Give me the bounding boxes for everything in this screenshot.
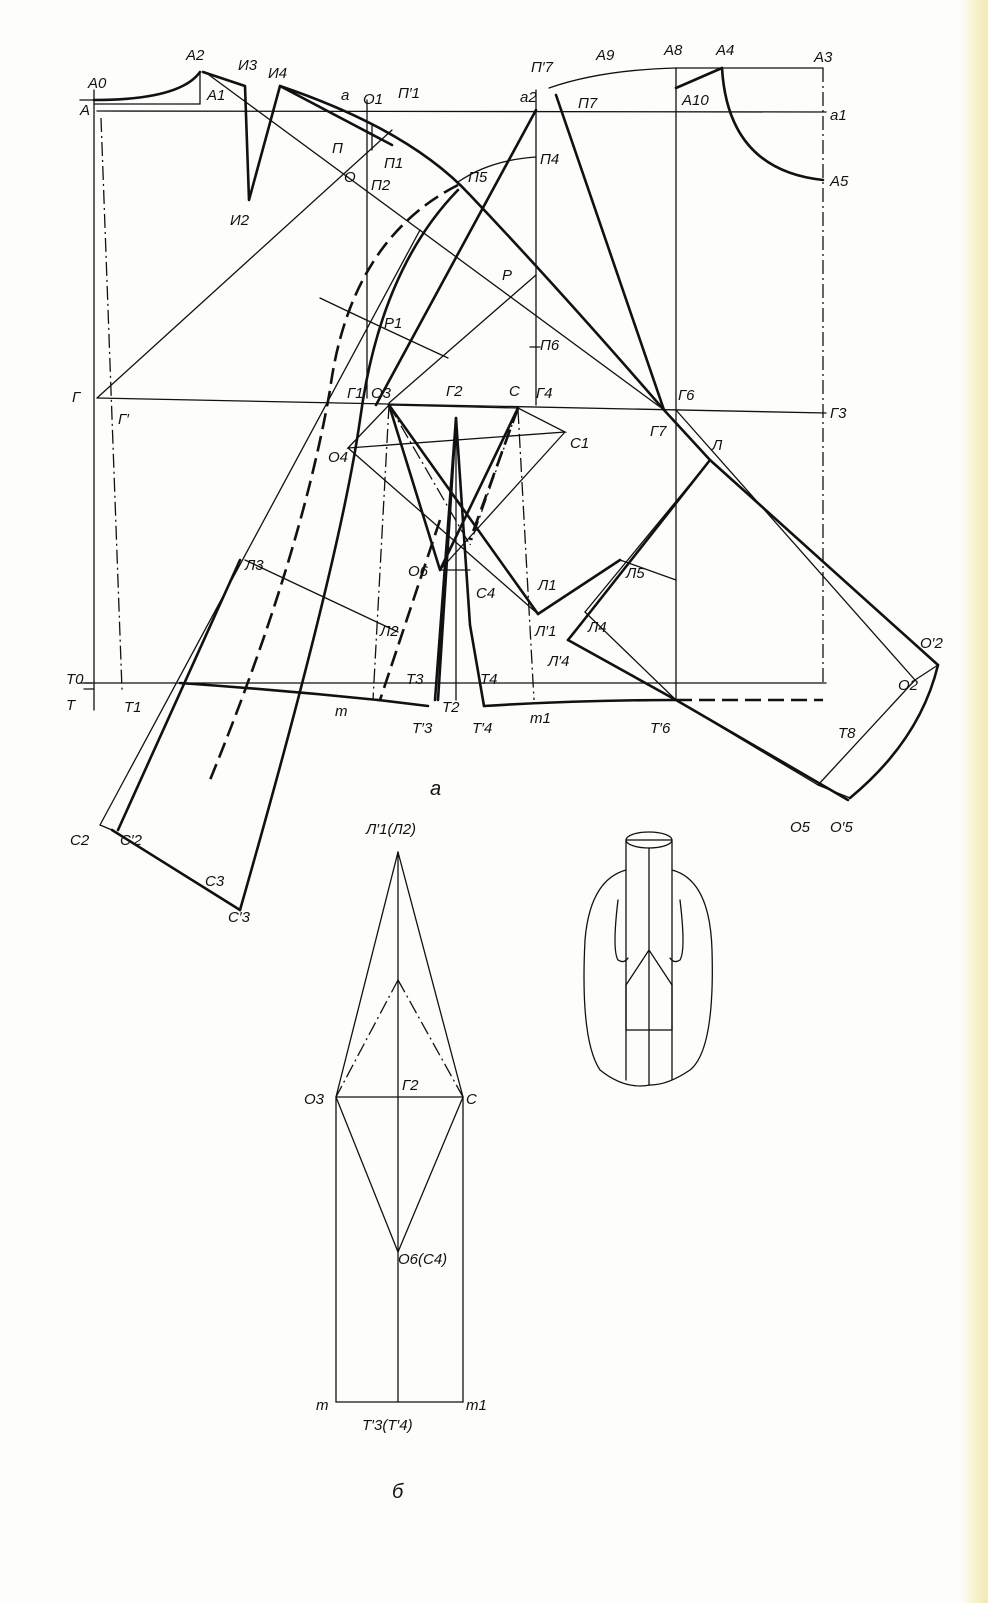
label-T3p: T′3 (412, 720, 433, 737)
label-L4: Л4 (587, 619, 607, 636)
label-A: A (79, 102, 90, 119)
label-L: Л (711, 437, 723, 454)
front-sleeve (566, 408, 940, 802)
label-T4p: T′4 (472, 720, 492, 737)
label-A2: A2 (185, 47, 205, 64)
label-O1: O1 (363, 91, 383, 108)
sleeve-raglan (99, 188, 460, 912)
label-a2: a2 (520, 89, 537, 106)
label-I3: И3 (238, 57, 258, 74)
label-a: a (341, 87, 349, 104)
label-I2: И2 (230, 212, 250, 229)
label-T2: T2 (442, 699, 460, 716)
label-P5: П5 (468, 169, 488, 186)
label-P6: П6 (540, 337, 560, 354)
label-L3: Л3 (244, 557, 264, 574)
label-L4p: Л′4 (547, 653, 569, 670)
labels-figure-b: Л′1(Л2) Г2 O3 C O6(C4) m m1 T′3(T′4) б (304, 821, 487, 1503)
side-darts (346, 403, 677, 708)
detail-label-C: C (466, 1091, 477, 1108)
label-R1: P1 (384, 315, 402, 332)
label-G: Г (72, 389, 82, 406)
detail-b (335, 851, 464, 1403)
caption-a: а (430, 778, 441, 800)
label-P: П (332, 140, 343, 157)
label-A5: A5 (829, 173, 849, 190)
detail-label-m: m (316, 1397, 329, 1414)
label-A8: A8 (663, 42, 683, 59)
label-P7: П7 (578, 95, 598, 112)
garment-sketch-illustration (583, 831, 713, 1087)
label-T3: T3 (406, 671, 424, 688)
label-O5p: O′5 (830, 819, 853, 836)
label-C2p: C′2 (120, 832, 143, 849)
detail-label-m1: m1 (466, 1397, 487, 1414)
label-L5: Л5 (625, 565, 645, 582)
caption-b: б (392, 1481, 404, 1503)
label-G6: Г6 (678, 387, 695, 404)
label-G4: Г4 (536, 385, 553, 402)
label-A9: A9 (595, 47, 615, 64)
construction-grid (79, 67, 827, 711)
label-G3: Г3 (830, 405, 847, 422)
label-C3p: C′3 (228, 909, 251, 926)
label-T8: T8 (838, 725, 856, 742)
label-P2: П2 (371, 177, 391, 194)
label-L2: Л2 (379, 623, 399, 640)
label-R: P (502, 267, 512, 284)
label-O: O (344, 169, 356, 186)
label-O2: O2 (898, 677, 919, 694)
label-G1: Г1 (347, 385, 364, 402)
detail-label-bottom: T′3(T′4) (362, 1417, 413, 1434)
label-Gp: Г′ (118, 411, 130, 428)
label-C1: C1 (570, 435, 589, 452)
detail-label-top: Л′1(Л2) (365, 821, 416, 838)
label-T6p: T′6 (650, 720, 671, 737)
label-C3: C3 (205, 873, 225, 890)
label-T0: T0 (66, 671, 84, 688)
label-I4: И4 (268, 65, 287, 82)
label-A4: A4 (715, 42, 734, 59)
detail-label-O3: O3 (304, 1091, 325, 1108)
label-C2: C2 (70, 832, 90, 849)
labels-figure-a: A0 A A2 A1 И3 И4 И2 a O1 П′1 П П1 O П2 П… (66, 42, 943, 926)
label-A0: A0 (87, 75, 107, 92)
front-armhole-dashed (208, 183, 459, 781)
detail-label-G2: Г2 (402, 1077, 419, 1094)
label-T4: T4 (480, 671, 498, 688)
label-L1: Л1 (537, 577, 557, 594)
label-P1p: П′1 (398, 85, 420, 102)
back-shoulder-neck (92, 70, 666, 412)
label-P1: П1 (384, 155, 403, 172)
label-O6: O6 (408, 563, 429, 580)
label-O4: O4 (328, 449, 348, 466)
label-T1: T1 (124, 699, 142, 716)
label-A1: A1 (206, 87, 225, 104)
label-m1: m1 (530, 710, 551, 727)
detail-label-O6: O6(C4) (398, 1251, 447, 1268)
label-a1: a1 (830, 107, 847, 124)
label-A3: A3 (813, 49, 833, 66)
waist-hem (178, 681, 823, 708)
label-m: m (335, 703, 348, 720)
label-G2: Г2 (446, 383, 463, 400)
label-G7: Г7 (650, 423, 667, 440)
label-O2p: O′2 (920, 635, 943, 652)
label-C4: C4 (476, 585, 495, 602)
label-C: C (509, 383, 520, 400)
label-L1p: Л′1 (534, 623, 556, 640)
label-O3: O3 (371, 385, 392, 402)
label-P4: П4 (540, 151, 559, 168)
label-A10: A10 (681, 92, 709, 109)
front-shoulder-neck (374, 66, 825, 412)
label-T: T (66, 697, 77, 714)
label-P7p: П′7 (531, 59, 554, 76)
label-O5: O5 (790, 819, 811, 836)
